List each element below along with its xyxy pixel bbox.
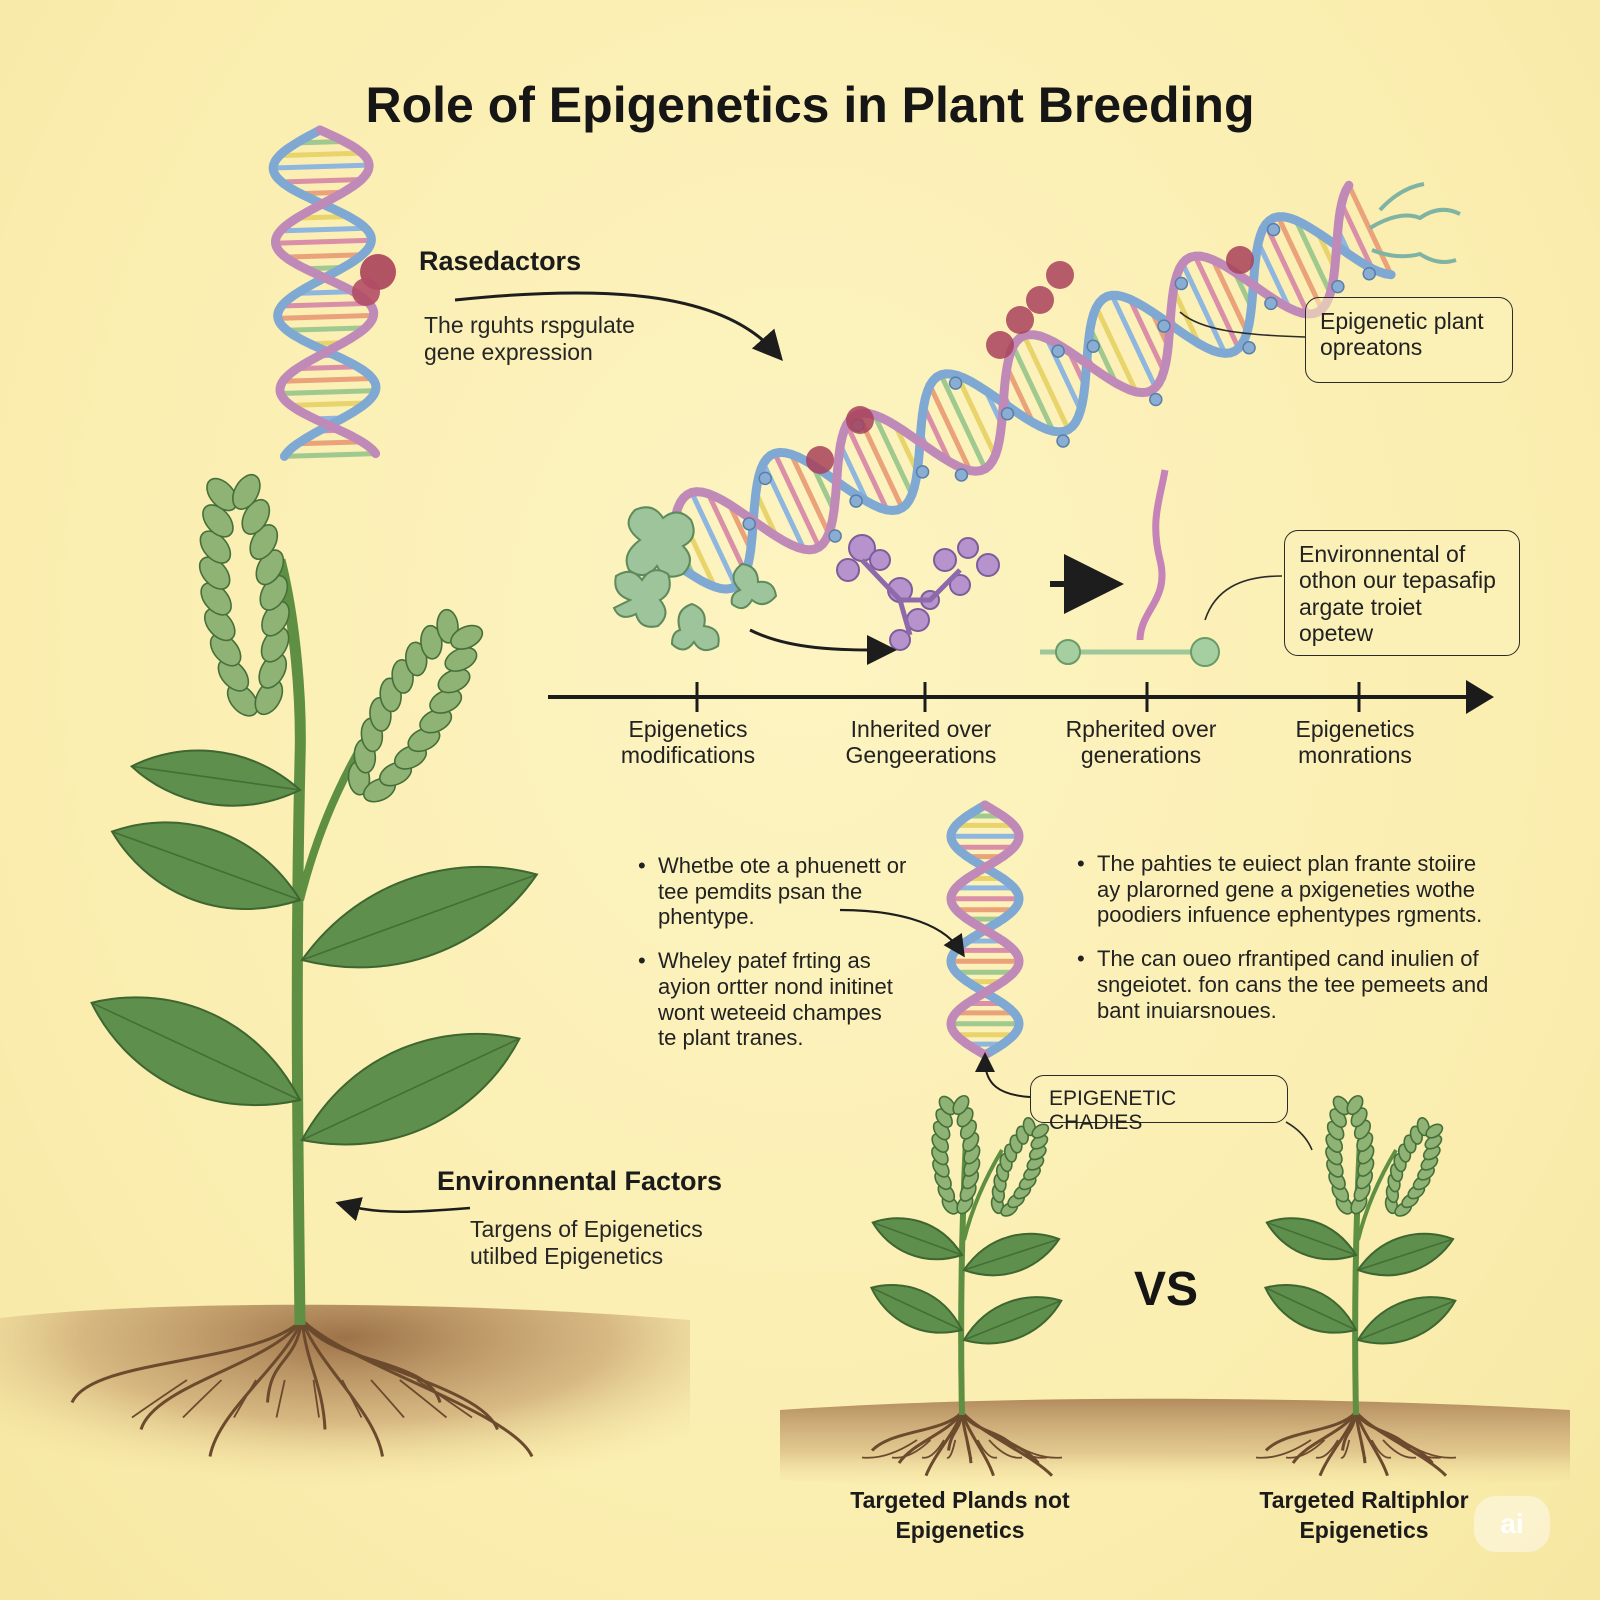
arrow-protein — [749, 628, 897, 665]
timeline-label-2: Inherited over Gengeerations — [845, 716, 997, 769]
bullet-list-left: Whetbe ote a phuenett or tee pemdits psa… — [638, 853, 938, 1069]
vs-label: VS — [1134, 1263, 1199, 1316]
epigenetic-changes-label: EPIGENETIC CHADIES — [1030, 1075, 1288, 1134]
bullet-right-2: The can oueo rfrantiped cand inulien of … — [1077, 946, 1537, 1023]
plant-large-icon — [70, 473, 539, 1458]
plant-untreated-icon — [861, 1094, 1063, 1477]
callout-tail-mid — [1204, 575, 1283, 621]
rasedactors-text: The rguhts rspgulate gene expression — [424, 312, 635, 366]
timeline-label-3: Rpherited over generations — [1065, 716, 1217, 769]
arrow-top-left — [454, 291, 783, 361]
chromatin-dna-icon — [665, 180, 1461, 599]
callout-tail-changes — [1285, 1121, 1313, 1151]
callout-epigenetic-plant: Epigenetic plant opreatons — [1305, 297, 1513, 383]
bullet-left-1: Whetbe ote a phuenett or tee pemdits psa… — [638, 853, 938, 930]
timeline-label-4: Epigenetics monrations — [1295, 716, 1415, 769]
purple-protein-icon — [836, 534, 1000, 651]
environmental-text: Targens of Epigenetics utilbed Epigeneti… — [470, 1216, 703, 1270]
bullet-right-1: The pahties te euiect plan frante stoiir… — [1077, 851, 1537, 928]
dna-helix-icon — [268, 125, 396, 461]
dna-helix-small-icon — [946, 800, 1024, 1060]
protein-cluster-icon — [612, 506, 778, 652]
rna-strand-icon — [1040, 469, 1220, 667]
caption-untreated-plant: Targeted Plands not Epigenetics — [850, 1487, 1070, 1543]
caption-treated-plant: Targeted Raltiphlor Epigenetics — [1259, 1487, 1469, 1543]
timeline-axis — [548, 680, 1494, 714]
soil-small — [780, 1398, 1570, 1489]
soil-large — [0, 1304, 690, 1524]
rasedactors-heading: Rasedactors — [419, 246, 582, 276]
page-title: Role of Epigenetics in Plant Breeding — [365, 77, 1255, 133]
bullet-list-right: The pahties te euiect plan frante stoiir… — [1077, 851, 1537, 1041]
bullet-left-2: Wheley patef frting as ayion ortter nond… — [638, 948, 938, 1051]
arrow-environment — [335, 1197, 471, 1222]
timeline-label-1: Epigenetics modifications — [620, 716, 756, 769]
callout-tail-top — [1179, 311, 1306, 338]
arrow-changes — [975, 1052, 1031, 1098]
ai-watermark: ai — [1474, 1496, 1550, 1552]
plant-treated-icon — [1255, 1094, 1457, 1477]
environmental-heading: Environnental Factors — [437, 1166, 723, 1196]
callout-environmental: Environnental of othon our tepasafip arg… — [1284, 530, 1520, 656]
